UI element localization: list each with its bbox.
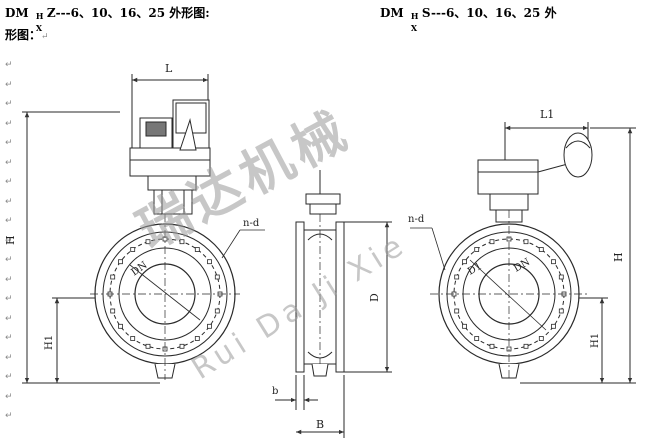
bolt-hole [474,336,480,341]
title-electric-sup: H [35,11,44,21]
electric-valve-view [22,74,265,384]
bolt-hole [489,239,495,245]
title-gear-sup: H [410,11,419,21]
bolt-hole [454,308,460,314]
paragraph-mark: ↵ [5,313,13,324]
nd-label-left: n-d [243,218,260,229]
paragraph-mark: ↵ [5,60,13,70]
paragraph-mark: ↵ [5,294,13,304]
bolt-hole [474,247,480,252]
paragraph-mark: ↵ [5,333,13,343]
title-electric-sub: X [35,23,43,33]
paragraph-mark: ↵ [5,391,13,402]
bolt-hole [194,336,200,341]
bolt-hole [462,259,467,265]
bolt-hole [558,308,564,314]
gear-valve-view [410,122,636,384]
bolt-hole [489,343,495,349]
bolt-hole [179,239,185,245]
bolt-hole [130,247,136,252]
paragraph-mark: ↵ [5,352,13,363]
bolt-hole [207,259,212,265]
bolt-hole [179,343,185,349]
bolt-hole [551,323,556,329]
title-electric-suffix: Z---6、10、16、25 外形图: [46,6,210,20]
paragraph-mark: ↵ [5,177,13,187]
dim-H1-label: H1 [44,335,55,350]
bolt-hole [207,323,212,329]
bolt-hole [538,336,544,341]
bolt-hole [110,274,116,280]
paragraph-mark: ↵ [5,118,13,129]
bolt-hole [145,343,151,349]
dim-b-label: b [272,386,278,397]
title-gear: DM H X S---6、10、16、25 外 [380,6,557,33]
bolt-hole [214,308,220,314]
bolt-hole [523,343,529,349]
paragraph-mark: ↵ [5,196,13,207]
dim-H1-label-right: H1 [590,333,601,348]
dim-L-label: L [165,62,173,75]
dim-L1-label: L1 [540,108,554,121]
title-gear-sub: X [410,23,418,33]
title-electric: DM H X Z---6、10、16、25 外形图: [5,6,210,33]
paragraph-mark: ↵ [5,216,13,226]
paragraph-mark: ↵ [5,79,13,90]
bolt-hole [551,259,556,265]
paragraph-mark: ↵ [5,274,13,285]
title-continuation-text: 形图： [5,28,42,42]
title-gear-prefix: DM [380,6,404,20]
title-gear-suffix: S---6、10、16、25 外 [421,6,557,20]
nd-label-right: n-d [408,214,425,225]
paragraph-mark: ↵ [5,372,13,382]
bolt-hole [145,239,151,245]
title-continuation: 形图：↵ [5,28,49,44]
bolt-hole [130,336,136,341]
bolt-hole [194,247,200,252]
bolt-hole [523,239,529,245]
paragraph-mark: ↵ [5,138,13,148]
paragraph-mark: ↵ [5,99,13,109]
dim-B-label: B [316,418,324,431]
bolt-hole [454,274,460,280]
title-electric-prefix: DM [5,6,29,20]
dim-H-label: H [4,235,17,245]
bolt-hole [110,308,116,314]
bolt-hole [118,259,123,265]
paragraph-mark: ↵ [5,411,13,421]
bolt-hole [214,274,220,280]
paragraph-mark: ↵ [41,32,49,42]
side-view [275,170,392,438]
paragraph-mark: ↵ [5,255,13,265]
bolt-hole [538,247,544,252]
paragraph-mark: ↵ [5,157,13,168]
paragraph-mark: ↵ [5,235,13,246]
dim-D-label: D [368,293,381,302]
dim-H-label-right: H [612,252,625,262]
bolt-hole [558,274,564,280]
bolt-hole [462,323,467,329]
bolt-hole [118,323,123,329]
